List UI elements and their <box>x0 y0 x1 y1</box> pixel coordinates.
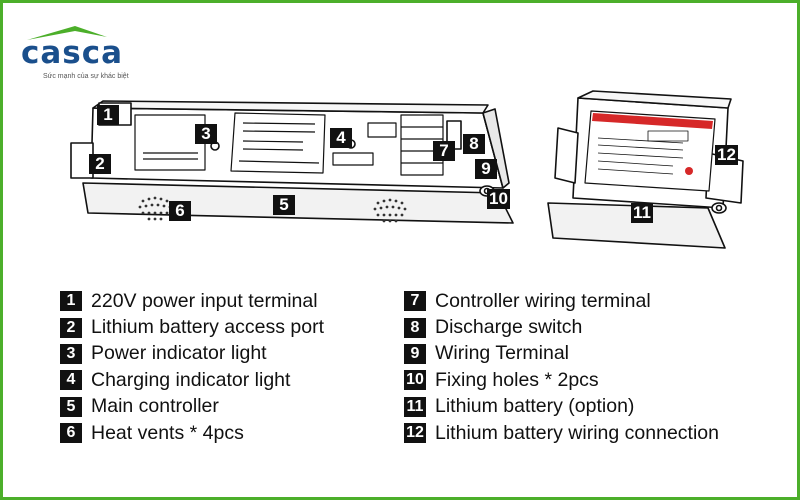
legend-left-column: 1 220V power input terminal 2 Lithium ba… <box>60 288 324 446</box>
legend-item-7: 7 Controller wiring terminal <box>404 288 719 314</box>
legend-number: 8 <box>404 317 426 338</box>
legend-label: Lithium battery access port <box>91 316 325 339</box>
callout-1: 1 <box>97 105 119 125</box>
logo-wordmark: casca <box>21 35 124 71</box>
legend-number: 11 <box>404 396 426 417</box>
casca-logo: casca Sức mạnh của sự khác biệt <box>21 25 141 85</box>
legend-label: Power indicator light <box>91 342 267 365</box>
legend-number: 6 <box>60 423 82 444</box>
legend-right-column: 7 Controller wiring terminal 8 Discharge… <box>404 288 719 446</box>
legend-number: 4 <box>60 370 82 391</box>
legend-label: 220V power input terminal <box>91 289 318 312</box>
legend-label: Controller wiring terminal <box>435 289 651 312</box>
legend-number: 9 <box>404 343 426 364</box>
legend-label: Lithium battery wiring connection <box>435 421 719 444</box>
legend-label: Fixing holes * 2pcs <box>435 368 599 391</box>
callout-11: 11 <box>631 203 653 223</box>
callout-5: 5 <box>273 195 295 215</box>
legend-number: 1 <box>60 291 82 312</box>
legend-number: 3 <box>60 343 82 364</box>
callout-2: 2 <box>89 154 111 174</box>
lithium-battery <box>547 90 744 249</box>
callout-10: 10 <box>487 189 510 209</box>
callout-9: 9 <box>475 159 497 179</box>
logo-roof-icon <box>27 26 107 40</box>
callout-8: 8 <box>463 134 485 154</box>
heat-vents <box>138 196 407 223</box>
legend-number: 2 <box>60 317 82 338</box>
legend-item-12: 12 Lithium battery wiring connection <box>404 420 719 446</box>
legend-item-11: 11 Lithium battery (option) <box>404 394 719 420</box>
legend-number: 10 <box>404 370 426 391</box>
legend-label: Main controller <box>91 395 219 418</box>
logo-tagline: Sức mạnh của sự khác biệt <box>43 73 129 80</box>
legend-label: Lithium battery (option) <box>435 395 635 418</box>
legend-label: Charging indicator light <box>91 368 291 391</box>
legend-item-10: 10 Fixing holes * 2pcs <box>404 367 719 393</box>
legend-item-6: 6 Heat vents * 4pcs <box>60 420 324 446</box>
callout-4: 4 <box>330 128 352 148</box>
legend-label: Heat vents * 4pcs <box>91 421 244 444</box>
callout-12: 12 <box>715 145 738 165</box>
callout-6: 6 <box>169 201 191 221</box>
legend-label: Wiring Terminal <box>435 342 570 365</box>
callout-7: 7 <box>433 141 455 161</box>
legend-item-9: 9 Wiring Terminal <box>404 341 719 367</box>
legend-item-2: 2 Lithium battery access port <box>60 314 324 340</box>
legend-number: 7 <box>404 291 426 312</box>
legend-label: Discharge switch <box>435 316 583 339</box>
legend-item-1: 1 220V power input terminal <box>60 288 324 314</box>
callout-3: 3 <box>195 124 217 144</box>
product-illustration <box>70 90 744 249</box>
legend-item-4: 4 Charging indicator light <box>60 367 324 393</box>
legend-number: 12 <box>404 423 426 444</box>
legend-item-5: 5 Main controller <box>60 394 324 420</box>
legend-number: 5 <box>60 396 82 417</box>
legend-item-8: 8 Discharge switch <box>404 314 719 340</box>
controller-label <box>134 112 374 174</box>
legend-item-3: 3 Power indicator light <box>60 341 324 367</box>
